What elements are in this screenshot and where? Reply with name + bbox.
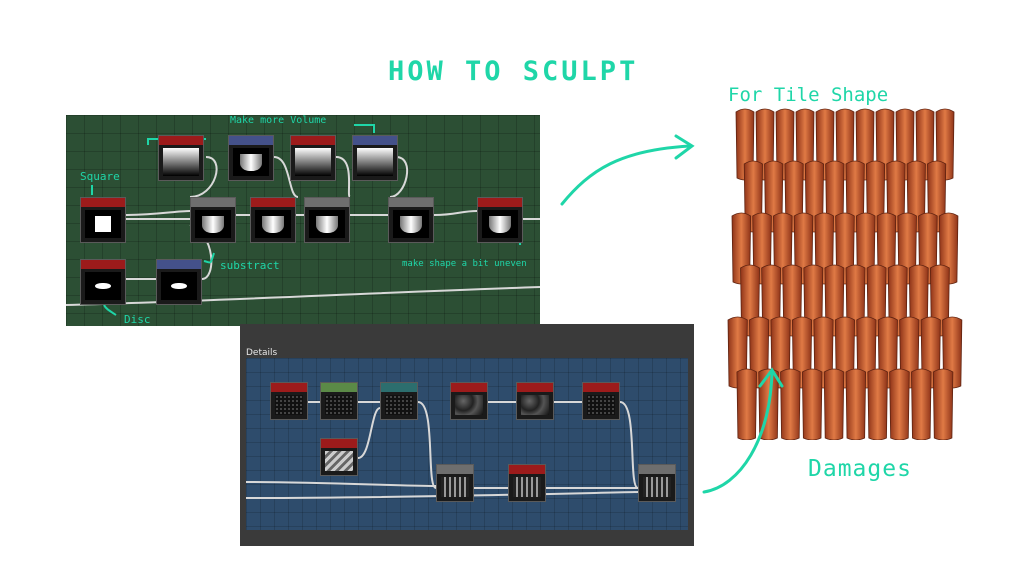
gradient-node[interactable] — [320, 438, 358, 476]
roof-tile — [867, 368, 888, 441]
details-frame-label: Details — [246, 348, 278, 358]
details-node-graph[interactable]: Details — [240, 324, 694, 546]
details-frame — [246, 358, 688, 530]
directional-warp-node[interactable] — [380, 382, 418, 420]
page-title: HOW TO SCULPT — [388, 56, 639, 87]
slope-blur-grayscale-node[interactable] — [477, 197, 523, 243]
transformation-node[interactable] — [228, 135, 274, 181]
damages-label: Damages — [808, 456, 912, 482]
shape-disc-node[interactable] — [80, 259, 126, 305]
roof-tile — [736, 368, 757, 441]
roof-tile — [911, 368, 932, 441]
transformation-node[interactable] — [156, 259, 202, 305]
bevel-node[interactable] — [250, 197, 296, 243]
gradient-linear-node[interactable] — [290, 135, 336, 181]
tile-generator-node[interactable] — [270, 382, 308, 420]
blend-node[interactable] — [190, 197, 236, 243]
annotation-square: Square — [80, 170, 120, 183]
tile-tower-image — [727, 108, 963, 441]
roof-tile — [758, 368, 779, 441]
blend-node[interactable] — [304, 197, 350, 243]
blend-node[interactable] — [436, 464, 474, 502]
roof-tile — [845, 368, 867, 441]
levels-node[interactable] — [320, 382, 358, 420]
blur-hq-grayscale-node[interactable] — [516, 382, 554, 420]
tile-roof-render — [718, 104, 974, 441]
blend-node[interactable] — [638, 464, 676, 502]
annotation-substract: substract — [220, 259, 280, 272]
transformation-node[interactable] — [352, 135, 398, 181]
roof-tile — [780, 368, 801, 441]
roof-tile — [801, 368, 823, 441]
histogram-scan-node[interactable] — [582, 382, 620, 420]
shape-square-node[interactable] — [80, 197, 126, 243]
bnw-spots-node[interactable] — [450, 382, 488, 420]
tile-shape-label: For Tile Shape — [728, 84, 889, 106]
annotation-disc: Disc — [124, 313, 151, 326]
annotation-make-more-volume: Make more Volume — [230, 115, 327, 126]
blend-node[interactable] — [388, 197, 434, 243]
slope-blur-grayscale-node[interactable] — [508, 464, 546, 502]
annotation-make-shape-uneven: make shape a bit uneven — [402, 259, 527, 269]
tile-shape-node-graph[interactable]: Make more Volume Square substract make s… — [66, 115, 540, 326]
gradient-linear-node[interactable] — [158, 135, 204, 181]
roof-tile — [889, 368, 910, 441]
roof-tile — [932, 368, 954, 441]
roof-tile — [823, 368, 845, 441]
